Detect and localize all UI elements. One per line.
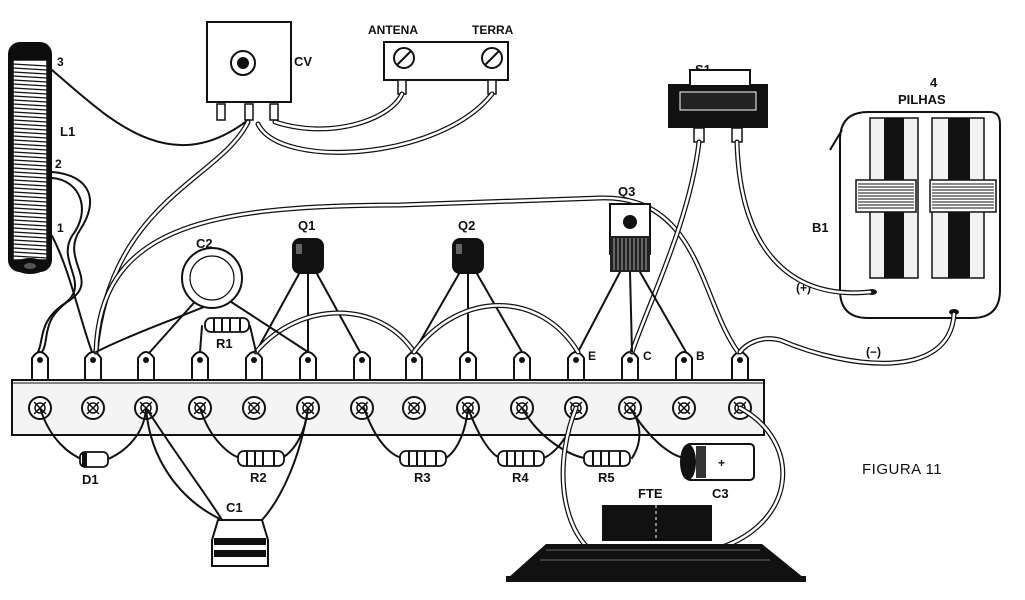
switch-s1 bbox=[668, 69, 768, 143]
resistor-r2 bbox=[237, 450, 285, 467]
lug-3 bbox=[137, 351, 155, 381]
r3-label: R3 bbox=[414, 470, 431, 485]
battery-count-label: 4 bbox=[930, 75, 938, 90]
lug-11 bbox=[567, 351, 585, 381]
coil-tap-2-label: 2 bbox=[55, 157, 62, 171]
coil-label: L1 bbox=[60, 124, 75, 139]
antenna-ground-terminal-block bbox=[383, 41, 509, 95]
c1-label: C1 bbox=[226, 500, 243, 515]
capacitor-c1 bbox=[211, 519, 269, 567]
resistor-r1 bbox=[204, 317, 250, 333]
cv-label: CV bbox=[294, 54, 312, 69]
base-label: B bbox=[696, 349, 705, 363]
ground-label: TERRA bbox=[472, 23, 514, 37]
lug-1 bbox=[31, 351, 49, 381]
lug-4 bbox=[191, 351, 209, 381]
terminal-strip bbox=[11, 351, 765, 436]
resistor-r4 bbox=[497, 450, 545, 467]
transistor-q1 bbox=[292, 238, 324, 274]
q3-label: Q3 bbox=[618, 184, 635, 199]
r2-label: R2 bbox=[250, 470, 267, 485]
wires bbox=[37, 69, 957, 551]
coil-tap-1-label: 1 bbox=[57, 221, 64, 235]
lug-5 bbox=[245, 351, 263, 381]
lug-10 bbox=[513, 351, 531, 381]
c2-label: C2 bbox=[196, 236, 213, 251]
emitter-label: E bbox=[588, 349, 596, 363]
battery-holder-b1 bbox=[829, 111, 1001, 319]
variable-capacitor-cv bbox=[206, 21, 292, 121]
transistor-q2 bbox=[452, 238, 484, 274]
svg-text:+: + bbox=[718, 456, 725, 470]
lug-9 bbox=[459, 351, 477, 381]
lug-2 bbox=[84, 351, 102, 381]
capacitor-c2 bbox=[181, 247, 243, 309]
speaker-fte bbox=[506, 505, 806, 582]
lug-6 bbox=[299, 351, 317, 381]
coil-tap-3-label: 3 bbox=[57, 55, 64, 69]
collector-label: C bbox=[643, 349, 652, 363]
figure-title: FIGURA 11 bbox=[862, 461, 942, 478]
transistor-q3 bbox=[609, 203, 651, 272]
battery-type-label: PILHAS bbox=[898, 92, 946, 107]
diode-d1 bbox=[79, 451, 109, 468]
battery-label: B1 bbox=[812, 220, 829, 235]
antenna-label: ANTENA bbox=[368, 23, 418, 37]
q2-label: Q2 bbox=[458, 218, 475, 233]
lug-7 bbox=[353, 351, 371, 381]
r5-label: R5 bbox=[598, 470, 615, 485]
speaker-label: FTE bbox=[638, 486, 663, 501]
resistor-r3 bbox=[399, 450, 447, 467]
lug-14 bbox=[731, 351, 749, 381]
resistor-r5 bbox=[583, 450, 631, 467]
lug-13 bbox=[675, 351, 693, 381]
c3-label: C3 bbox=[712, 486, 729, 501]
lug-12 bbox=[621, 351, 639, 381]
lug-8 bbox=[405, 351, 423, 381]
d1-label: D1 bbox=[82, 472, 99, 487]
r4-label: R4 bbox=[512, 470, 529, 485]
capacitor-c3: + bbox=[680, 443, 755, 481]
negative-label: (−) bbox=[866, 345, 881, 359]
q1-label: Q1 bbox=[298, 218, 315, 233]
r1-label: R1 bbox=[216, 336, 233, 351]
coil-l1 bbox=[8, 42, 52, 274]
